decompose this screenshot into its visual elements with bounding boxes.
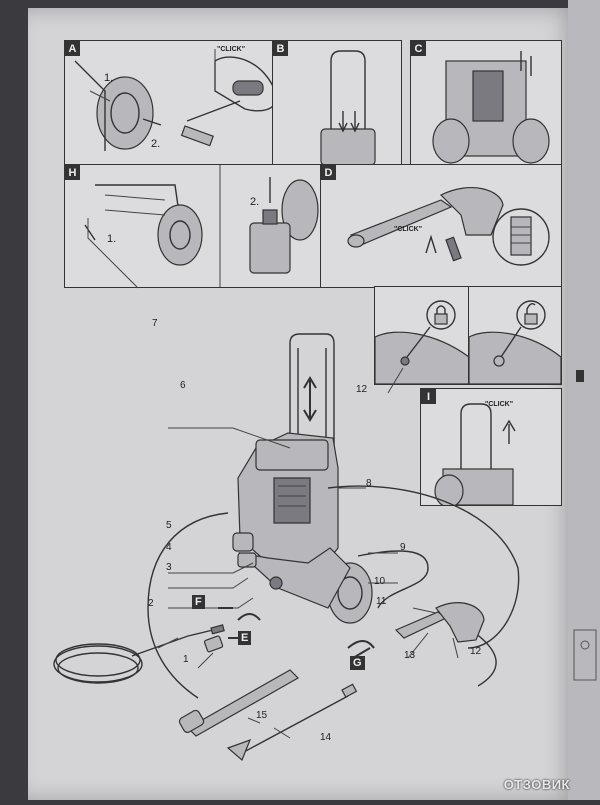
callout-9: 9 [400,542,406,553]
step-tag-e: E [238,631,251,645]
callout-6: 6 [180,380,186,391]
callout-13: 13 [404,650,415,661]
callout-11: 11 [376,596,386,607]
otzovik-watermark: ОТЗОВИК [504,777,570,792]
callout-7: 7 [152,318,158,329]
callout-4: 4 [166,542,172,553]
adjacent-page-illustration [568,0,600,800]
adjacent-page-edge [568,0,600,800]
callout-15: 15 [256,710,267,721]
step-tag-f: F [192,595,205,609]
callout-2: 2 [148,598,154,609]
step-tag-g: G [350,656,365,670]
callout-12-lock: 12 [356,384,367,395]
callout-3: 3 [166,562,172,573]
callout-14: 14 [320,732,331,743]
callout-10: 10 [374,576,385,587]
callout-12-gun: 12 [470,646,481,657]
callout-1: 1 [183,654,189,665]
callout-8: 8 [366,478,372,489]
pressure-washer-illustration [28,8,580,800]
manual-page: A 1. 2. "CLICK" B C [28,8,580,800]
callout-5: 5 [166,520,172,531]
